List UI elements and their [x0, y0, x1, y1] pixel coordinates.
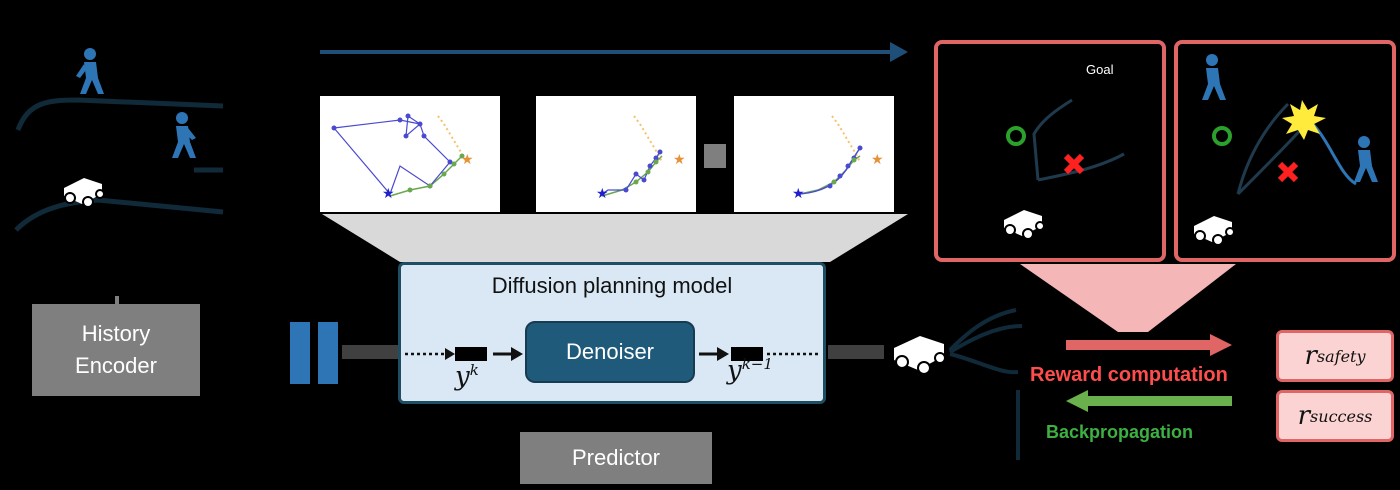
collision-x-icon [1063, 153, 1085, 175]
history-scene [14, 48, 224, 232]
arrow-to-denoiser [493, 347, 523, 361]
history-encoder-box: History Encoder [32, 304, 200, 396]
latent-yk-block [455, 347, 487, 361]
backpropagation-arrow [1066, 390, 1232, 412]
goal-star-icon: ★ [871, 152, 884, 168]
latent-yk-1-block [731, 347, 763, 361]
reward-computation-arrow [1066, 334, 1232, 356]
goal-circle-icon [1006, 126, 1026, 146]
history-encoder-line2: Encoder [75, 353, 157, 378]
robot-icon [1004, 210, 1045, 240]
goal-star-icon: ★ [461, 152, 474, 168]
yk-1-label: yk−1 [727, 355, 773, 386]
yk-label: yk [455, 361, 479, 392]
reward-scene-drawing [1194, 54, 1378, 246]
reward-computation-label: Reward computation [1030, 364, 1228, 386]
reward-scene-drawing [1004, 98, 1125, 240]
start-star-icon: ★ [792, 186, 805, 202]
start-star-icon: ★ [382, 186, 395, 202]
reward-scene-success: Goal [934, 40, 1166, 262]
diffusion-title: Diffusion planning model [491, 273, 733, 298]
trajectory-plot-mid: ★ ★ [536, 96, 696, 212]
trajectory-plot-clean: ★ ★ [734, 96, 894, 212]
collision-burst-icon [1282, 100, 1326, 140]
connector-in [342, 345, 398, 359]
goal-label: Goal [1086, 62, 1114, 77]
dotted-input-arrow [405, 348, 455, 360]
goal-star-icon: ★ [673, 152, 686, 168]
encoder-connector [115, 296, 119, 306]
pedestrian-icon [1354, 136, 1378, 182]
collision-x-icon [1277, 161, 1299, 183]
plots-funnel [322, 214, 908, 262]
ellipsis-marker [704, 144, 726, 168]
robot-icon [1194, 216, 1235, 246]
history-encoder-line1: History [81, 321, 151, 346]
history-feature-bar [290, 322, 310, 384]
denoiser-block: Denoiser [525, 321, 695, 383]
robot-planned-trajectories [894, 308, 1023, 460]
dotted-output-line [767, 352, 821, 356]
goal-circle-icon [1212, 126, 1232, 146]
backpropagation-label: Backpropagation [1046, 422, 1194, 442]
diffusion-planning-model: Diffusion planning model yk Denoiser yk−… [398, 262, 826, 404]
reward-scene-collision [1174, 40, 1396, 262]
start-star-icon: ★ [596, 186, 609, 202]
pedestrian-icon [1202, 54, 1226, 100]
pedestrian-icon [172, 112, 196, 158]
connector-out [828, 345, 884, 359]
trajectory-plot-noisy: ★ ★ [320, 96, 500, 212]
pedestrian-icon [76, 48, 104, 94]
history-feature-bar [318, 322, 338, 384]
arrow-from-denoiser [699, 347, 729, 361]
reward-funnel [1020, 264, 1236, 332]
robot-icon [64, 178, 105, 208]
predictor-box: Predictor [520, 432, 712, 484]
robot-icon [894, 336, 946, 375]
time-arrow [320, 42, 908, 62]
